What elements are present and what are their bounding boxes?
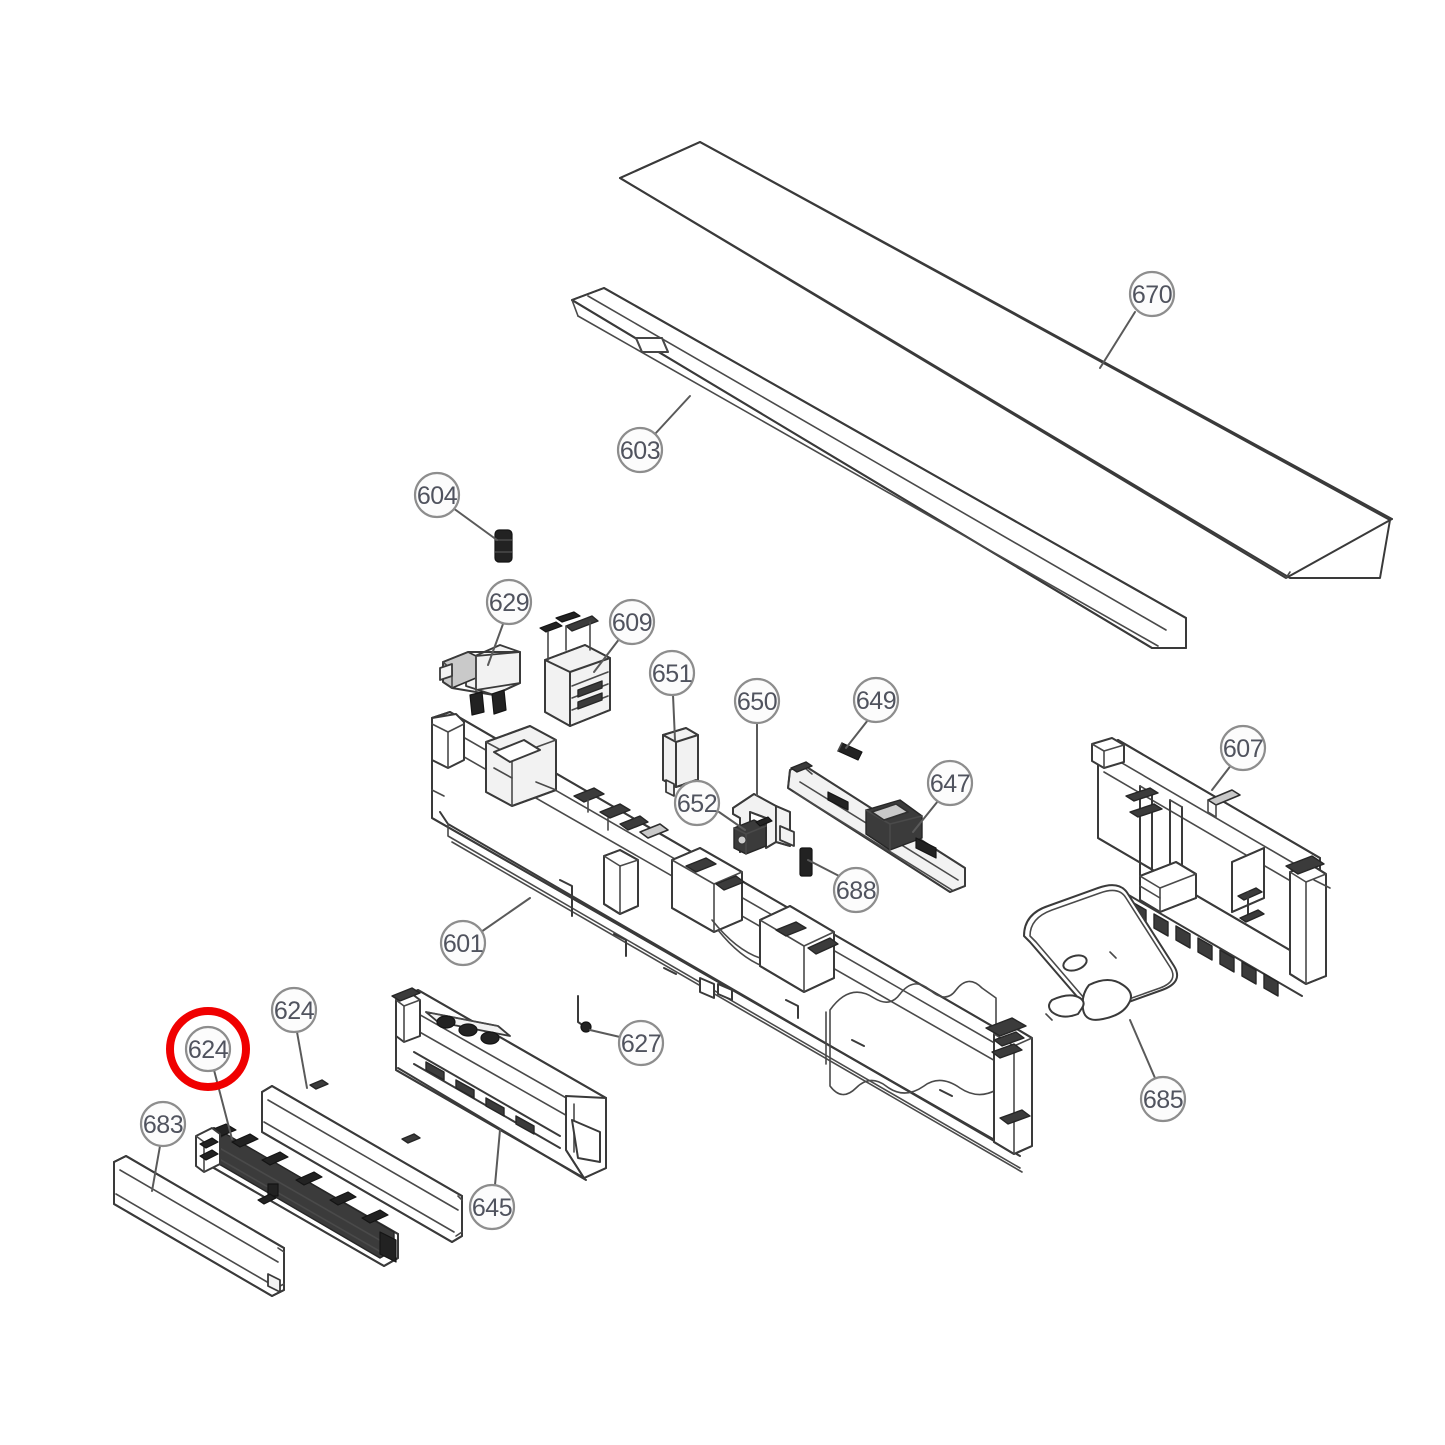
leader-604 — [452, 507, 498, 541]
callout-bubble[interactable] — [413, 471, 461, 519]
callout-624-highlighted[interactable]: 624 — [184, 1025, 232, 1073]
part-645-housing — [391, 987, 607, 1181]
callout-label: 650 — [737, 688, 777, 716]
callout-649[interactable]: 649 — [852, 676, 900, 724]
callout-bubble[interactable] — [468, 1183, 516, 1231]
callout-688[interactable]: 688 — [832, 866, 880, 914]
callout-bubble[interactable] — [673, 779, 721, 827]
callout-629[interactable]: 629 — [485, 578, 533, 626]
callout-609[interactable]: 609 — [608, 598, 656, 646]
callout-601[interactable]: 601 — [439, 919, 487, 967]
callout-645[interactable]: 645 — [468, 1183, 516, 1231]
leader-629 — [487, 623, 504, 666]
callout-bubble[interactable] — [733, 677, 781, 725]
callout-bubble[interactable] — [608, 598, 656, 646]
callout-bubble[interactable] — [439, 919, 487, 967]
callout-bubble[interactable] — [270, 986, 318, 1034]
callout-label: 649 — [856, 687, 896, 715]
callout-685[interactable]: 685 — [1139, 1075, 1187, 1123]
callout-label: 683 — [143, 1111, 183, 1139]
highlight-ring-624 — [166, 1007, 250, 1091]
part-607-right-frame — [1091, 737, 1331, 997]
leader-670 — [1099, 311, 1136, 369]
callout-label: 651 — [652, 660, 692, 688]
callout-683[interactable]: 683 — [139, 1100, 187, 1148]
leader-607 — [1211, 763, 1233, 791]
part-624-frame-strip — [195, 1123, 399, 1267]
part-627-clip — [577, 995, 592, 1033]
callout-label: 603 — [620, 437, 660, 465]
callout-603[interactable]: 603 — [616, 426, 664, 474]
leader-683 — [151, 1145, 161, 1192]
callout-label: 607 — [1223, 735, 1263, 763]
leader-603 — [654, 395, 691, 435]
callout-bubble[interactable] — [139, 1100, 187, 1148]
callout-label: 609 — [612, 609, 652, 637]
callout-label: 685 — [1143, 1086, 1183, 1114]
leader-627 — [589, 1029, 621, 1038]
part-685-gasket — [1023, 884, 1178, 1021]
leader-652 — [718, 811, 746, 831]
leader-685 — [1129, 1019, 1156, 1079]
part-670-outer-panel — [619, 141, 1393, 579]
part-652-fitting — [733, 816, 773, 855]
callout-650[interactable]: 650 — [733, 677, 781, 725]
part-603-trim-strip — [571, 287, 1187, 649]
callout-label: 670 — [1132, 281, 1172, 309]
callout-bubble[interactable] — [832, 866, 880, 914]
leader-624-top — [296, 1031, 308, 1089]
leader-lines — [151, 311, 1233, 1192]
part-601-main-frame — [431, 711, 1033, 1173]
leader-609 — [593, 637, 621, 673]
leader-601 — [480, 897, 531, 933]
callout-624[interactable]: 624 — [270, 986, 318, 1034]
callout-label: 688 — [836, 877, 876, 905]
callout-label: 624 — [188, 1036, 229, 1064]
part-624-panel-top — [261, 1079, 463, 1243]
callout-bubble[interactable] — [1128, 270, 1176, 318]
callout-bubble[interactable] — [485, 578, 533, 626]
leader-688 — [807, 859, 844, 879]
callout-bubble[interactable] — [617, 1019, 665, 1067]
leader-645 — [494, 1129, 501, 1186]
callout-651[interactable]: 651 — [648, 649, 696, 697]
callout-label: 629 — [489, 589, 529, 617]
callout-bubble[interactable] — [1219, 724, 1267, 772]
callout-label: 627 — [621, 1030, 661, 1058]
part-649-pin — [837, 742, 863, 761]
callout-652[interactable]: 652 — [673, 779, 721, 827]
part-629-switch — [439, 644, 521, 716]
callout-bubble[interactable] — [648, 649, 696, 697]
part-604-plug — [494, 529, 513, 563]
callout-670[interactable]: 670 — [1128, 270, 1176, 318]
leader-624-highlighted — [213, 1069, 233, 1140]
callout-604[interactable]: 604 — [413, 471, 461, 519]
callout-bubble[interactable] — [1139, 1075, 1187, 1123]
part-609-connector-block — [539, 611, 611, 727]
callout-bubble[interactable] — [616, 426, 664, 474]
leader-649 — [845, 719, 869, 749]
part-651-block — [662, 727, 699, 797]
callout-label: 645 — [472, 1194, 512, 1222]
part-647-latch-assembly — [787, 761, 966, 893]
callout-627[interactable]: 627 — [617, 1019, 665, 1067]
callout-label: 647 — [930, 770, 970, 798]
part-683-door-panel — [113, 1155, 285, 1297]
leader-651 — [672, 694, 676, 741]
callout-label: 601 — [443, 930, 483, 958]
callout-label: 624 — [274, 997, 315, 1025]
leader-647 — [912, 800, 939, 833]
callout-bubble[interactable] — [184, 1025, 232, 1073]
callout-label: 652 — [677, 790, 717, 818]
callout-607[interactable]: 607 — [1219, 724, 1267, 772]
callout-bubble[interactable] — [852, 676, 900, 724]
callout-label: 604 — [417, 482, 458, 510]
callout-647[interactable]: 647 — [926, 759, 974, 807]
callout-bubble[interactable] — [926, 759, 974, 807]
